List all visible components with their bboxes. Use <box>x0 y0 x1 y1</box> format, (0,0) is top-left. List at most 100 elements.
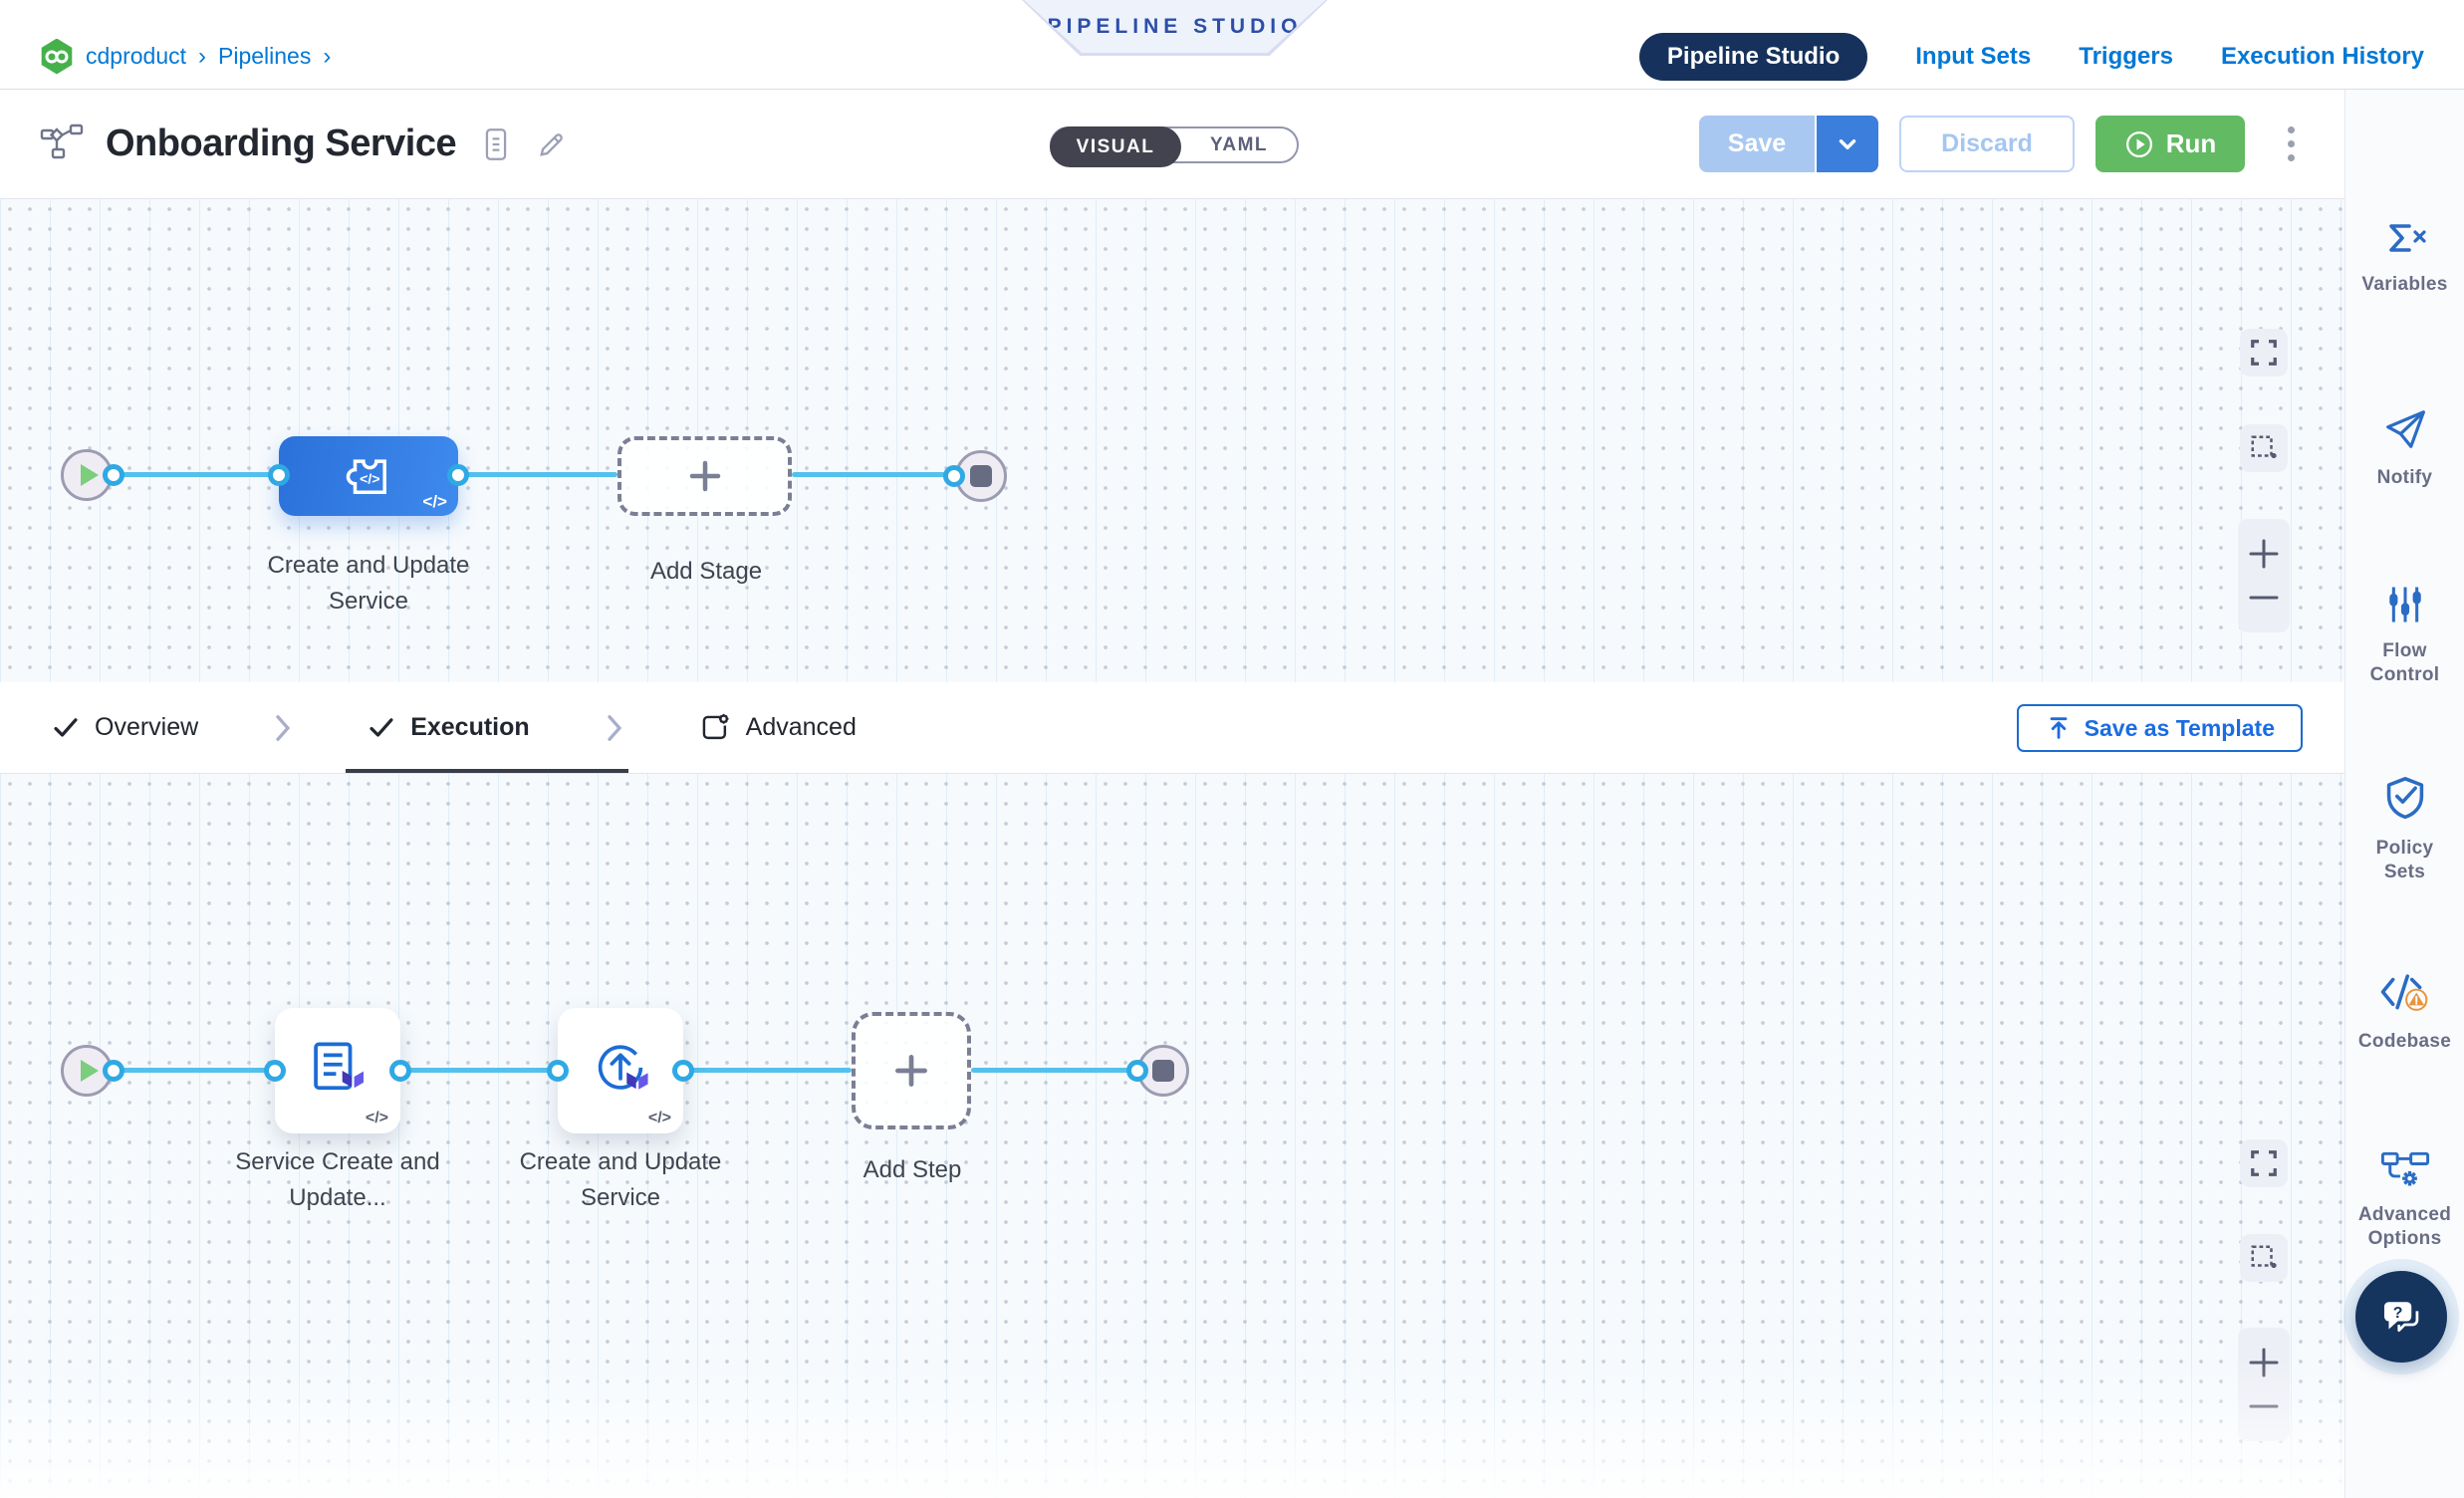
rollback-upload-step-icon <box>598 1045 648 1090</box>
notify-paper-plane-icon <box>2382 406 2428 457</box>
tab-execution[interactable]: Execution <box>368 713 530 742</box>
sidebar-item-advanced-options[interactable]: Advanced Options <box>2345 1147 2464 1251</box>
edit-pencil-icon[interactable] <box>536 128 568 160</box>
pipeline-title: Onboarding Service <box>106 123 457 164</box>
tab-triggers[interactable]: Triggers <box>2079 42 2173 70</box>
pipeline-studio-badge: PIPELINE STUDIO <box>1022 0 1328 56</box>
fullscreen-icon <box>2251 340 2277 366</box>
tab-execution-history[interactable]: Execution History <box>2220 42 2424 70</box>
node-port[interactable] <box>103 1060 124 1082</box>
save-button[interactable]: Save <box>1699 116 1815 172</box>
sidebar-item-flow-control[interactable]: Flow Control <box>2345 584 2464 687</box>
stop-icon <box>970 465 992 487</box>
node-port[interactable] <box>264 1060 286 1082</box>
node-port[interactable] <box>389 1060 411 1082</box>
right-sidebar: Variables Notify Flow Control <box>2344 90 2464 1498</box>
check-icon <box>370 717 393 737</box>
stage-create-update-service[interactable]: </> </> <box>279 436 458 516</box>
run-button-label: Run <box>2165 128 2217 158</box>
zoom-in-icon[interactable] <box>2247 1346 2281 1379</box>
play-icon <box>81 1060 99 1082</box>
pipeline-toolbar: Onboarding Service VISUAL YAML Sav <box>0 90 2344 199</box>
help-chat-button[interactable]: ? <box>2355 1271 2447 1363</box>
multi-select-button[interactable] <box>2240 1234 2288 1282</box>
pipeline-flow-icon <box>40 123 84 165</box>
run-button[interactable]: Run <box>2095 116 2245 172</box>
add-stage-node[interactable] <box>617 436 792 516</box>
node-port[interactable] <box>447 464 469 486</box>
top-header: cdproduct › Pipelines › PIPELINE STUDIO … <box>0 0 2464 90</box>
sidebar-item-variables[interactable]: Variables <box>2345 219 2464 297</box>
stage-code-badge[interactable]: </> <box>422 492 447 511</box>
marquee-select-icon <box>2251 1245 2277 1268</box>
policy-shield-check-icon <box>2383 775 2427 828</box>
save-split-button: Save <box>1699 116 1878 172</box>
step2-label: Create and Update Service <box>519 1148 722 1211</box>
zoom-out-icon[interactable] <box>2247 581 2281 615</box>
save-as-template-button[interactable]: Save as Template <box>2016 704 2303 752</box>
execution-step-canvas[interactable]: </> </> <box>0 774 2344 1498</box>
tab-input-sets[interactable]: Input Sets <box>1915 42 2032 70</box>
description-doc-icon[interactable] <box>482 127 510 161</box>
fit-to-screen-button[interactable] <box>2240 329 2288 376</box>
tab-overview-label: Overview <box>95 713 199 741</box>
infinity-glyph <box>45 50 69 63</box>
stage-config-tabbar: Overview Execution Advanced <box>0 682 2344 774</box>
flow-control-sliders-icon <box>2384 584 2426 630</box>
node-port[interactable] <box>103 464 124 486</box>
node-port[interactable] <box>943 465 965 487</box>
play-circle-icon <box>2125 130 2152 157</box>
sidebar-item-codebase[interactable]: Codebase <box>2345 970 2464 1054</box>
fit-to-screen-button[interactable] <box>2240 1139 2288 1187</box>
connector-wire <box>458 472 617 477</box>
stage-canvas[interactable]: </> </> Create and Update Service Add St… <box>0 199 2344 682</box>
add-step-node[interactable] <box>852 1012 971 1129</box>
zoom-out-icon[interactable] <box>2247 1389 2281 1423</box>
svg-text:?: ? <box>2393 1305 2403 1322</box>
connector-wire <box>683 1068 852 1073</box>
node-port[interactable] <box>1126 1060 1148 1082</box>
content-column: Onboarding Service VISUAL YAML Sav <box>0 90 2344 1498</box>
breadcrumb-project-link[interactable]: cdproduct <box>86 43 187 69</box>
node-port[interactable] <box>547 1060 569 1082</box>
step-code-badge[interactable]: </> <box>647 1110 671 1126</box>
node-port[interactable] <box>268 464 290 486</box>
step-code-badge[interactable]: </> <box>365 1110 388 1126</box>
svg-text:</>: </> <box>360 471 379 487</box>
connector-wire <box>87 1068 275 1073</box>
multi-select-button[interactable] <box>2240 424 2288 472</box>
sidebar-item-notify[interactable]: Notify <box>2345 406 2464 490</box>
toggle-visual[interactable]: VISUAL <box>1050 126 1181 167</box>
breadcrumb-pipelines-link[interactable]: Pipelines <box>218 43 312 69</box>
discard-button[interactable]: Discard <box>1899 116 2075 172</box>
sidebar-item-policy-sets[interactable]: Policy Sets <box>2345 775 2464 884</box>
breadcrumb-separator: › <box>323 42 332 70</box>
terraform-apply-step-icon <box>314 1042 364 1091</box>
step-create-update-service[interactable]: </> <box>558 1008 683 1133</box>
tab-execution-label: Execution <box>410 713 530 741</box>
plus-icon <box>689 460 720 492</box>
tab-chevron-icon <box>604 713 625 743</box>
save-dropdown-button[interactable] <box>1815 116 1878 172</box>
step-service-create-update[interactable]: </> <box>275 1008 400 1133</box>
save-as-template-label: Save as Template <box>2084 714 2275 741</box>
custom-stage-icon: </> <box>346 459 386 494</box>
tab-overview[interactable]: Overview <box>52 713 198 742</box>
zoom-in-icon[interactable] <box>2247 537 2281 571</box>
body-row: Onboarding Service VISUAL YAML Sav <box>0 90 2464 1498</box>
tab-pipeline-studio[interactable]: Pipeline Studio <box>1638 32 1868 81</box>
tab-advanced[interactable]: Advanced <box>699 712 857 744</box>
sidebar-item-label: Policy Sets <box>2375 838 2434 882</box>
node-port[interactable] <box>672 1060 694 1082</box>
harness-cd-logo-icon <box>41 38 73 75</box>
add-step-label: Add Step <box>862 1156 962 1183</box>
active-tab-underline <box>346 769 628 773</box>
fullscreen-icon <box>2251 1150 2277 1176</box>
toggle-yaml[interactable]: YAML <box>1209 133 1269 155</box>
execution-end-node[interactable] <box>1137 1045 1189 1097</box>
sidebar-item-label: Variables <box>2361 274 2448 295</box>
zoom-controls <box>2238 519 2290 632</box>
more-options-kebab-icon[interactable] <box>2278 121 2305 167</box>
visual-yaml-toggle[interactable]: VISUAL YAML <box>1050 126 1299 167</box>
plus-icon <box>895 1055 927 1087</box>
